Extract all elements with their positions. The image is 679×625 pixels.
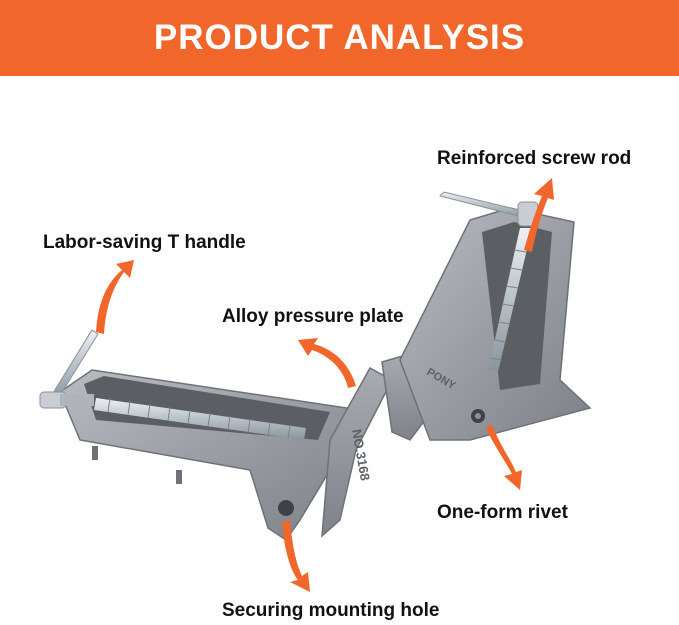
corner-clamp-illustration: NO.3168 PONY	[39, 178, 592, 592]
banner-title: PRODUCT ANALYSIS	[153, 18, 526, 57]
left-clamp-arm	[59, 369, 361, 542]
arrow-mounting-hole	[282, 520, 310, 592]
header-banner: PRODUCT ANALYSIS	[0, 0, 679, 76]
arrow-t-handle	[96, 260, 134, 334]
callout-mounting-hole: Securing mounting hole	[222, 600, 440, 621]
callout-pressure-plate: Alloy pressure plate	[222, 306, 404, 327]
callout-arrows	[96, 178, 554, 592]
mounting-hole	[278, 500, 294, 516]
right-clamp-arm: PONY	[399, 207, 592, 441]
callout-screw-rod: Reinforced screw rod	[437, 148, 632, 169]
arrow-screw-rod	[524, 178, 554, 252]
left-screw-rod	[94, 398, 306, 440]
arrow-rivet	[486, 424, 522, 490]
callout-rivet: One-form rivet	[437, 502, 568, 523]
t-handle-left	[39, 329, 99, 409]
arrow-pressure-plate	[298, 338, 356, 388]
right-screw-rod	[488, 228, 532, 372]
callout-t-handle: Labor-saving T handle	[43, 232, 246, 253]
